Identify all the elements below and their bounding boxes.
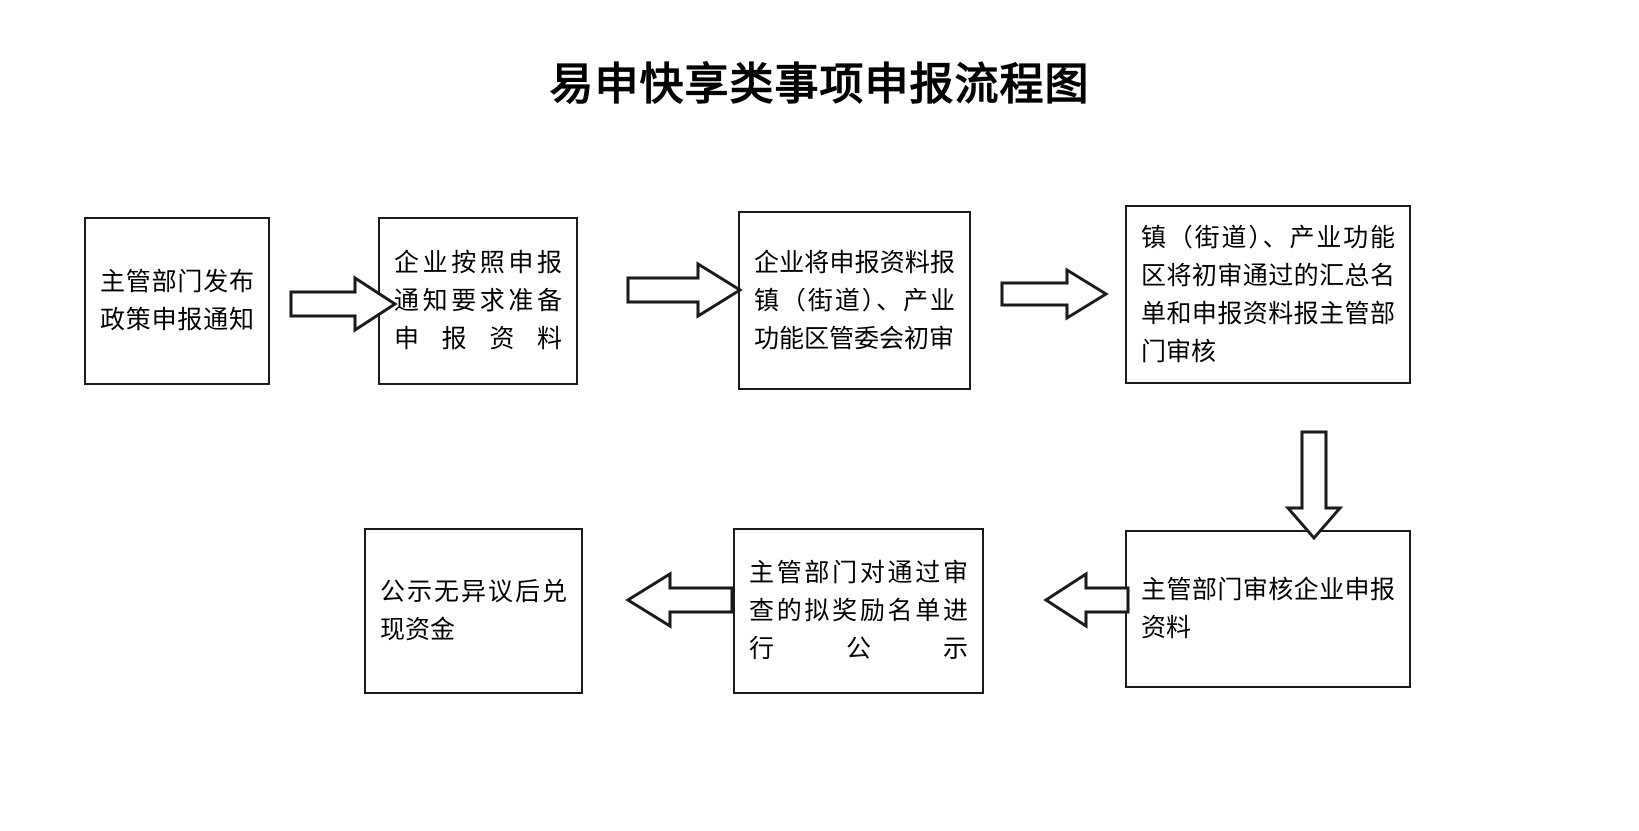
flow-node-1[interactable]: 主管部门发布政策申报通知 [84,217,270,385]
arrow-right-icon-2 [626,261,743,319]
flow-node-6[interactable]: 主管部门对通过审查的拟奖励名单进行公示 [733,528,984,694]
flow-node-5[interactable]: 主管部门审核企业申报资料 [1125,530,1411,688]
flow-node-5-label: 主管部门审核企业申报资料 [1141,575,1395,642]
arrow-down-icon-1 [1284,430,1344,541]
flow-node-4[interactable]: 镇（街道）、产业功能区将初审通过的汇总名单和申报资料报主管部门审核 [1125,205,1411,384]
arrow-right-icon-1 [289,275,398,333]
flow-node-4-label: 镇（街道）、产业功能区将初审通过的汇总名单和申报资料报主管部门审核 [1141,222,1395,366]
arrow-left-icon-2 [625,571,734,629]
flow-node-2[interactable]: 企业按照申报通知要求准备申报资料 [378,217,578,385]
flow-node-6-label: 主管部门对通过审查的拟奖励名单进行公示 [749,558,968,663]
flow-node-1-label: 主管部门发布政策申报通知 [100,267,254,334]
flow-node-7[interactable]: 公示无异议后兑现资金 [364,528,583,694]
page-title: 易申快享类事项申报流程图 [549,59,1090,110]
flow-node-7-label: 公示无异议后兑现资金 [380,577,567,644]
flow-node-3[interactable]: 企业将申报资料报镇（街道）、产业功能区管委会初审 [738,211,971,390]
arrow-left-icon-1 [1043,571,1130,629]
arrow-right-icon-3 [1000,267,1109,321]
flow-node-3-label: 企业将申报资料报镇（街道）、产业功能区管委会初审 [754,247,955,353]
flow-node-2-label: 企业按照申报通知要求准备申报资料 [394,248,562,353]
